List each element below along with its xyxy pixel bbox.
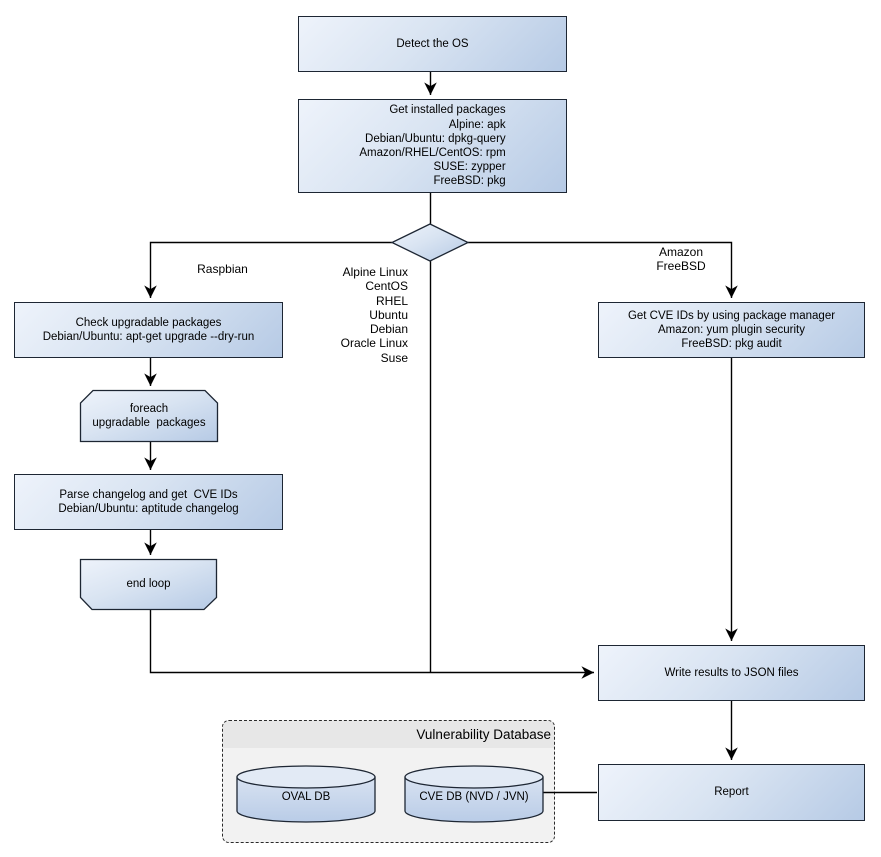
connector-endloop-to-write-results bbox=[149, 610, 594, 679]
connector-decision-to-check-upgradable bbox=[144, 241, 392, 298]
node-line: OVAL DB bbox=[281, 790, 331, 803]
write-results-label: Write results to JSON files bbox=[664, 666, 799, 679]
node-line: Amazon: yum plugin security bbox=[657, 323, 805, 336]
node-line: end loop bbox=[126, 578, 171, 591]
parse-changelog-node: Parse changelog and get CVE IDs Debian/U… bbox=[14, 474, 283, 530]
node-line: Get installed packages bbox=[389, 104, 506, 117]
branch-os: CentOS bbox=[365, 279, 408, 294]
write-results-node: Write results to JSON files bbox=[598, 645, 865, 701]
node-line: SUSE: zypper bbox=[433, 161, 506, 174]
branch-label-amazon-freebsd: Amazon FreeBSD bbox=[630, 245, 732, 274]
get-installed-packages-node: Get installed packages Alpine: apk Debia… bbox=[298, 99, 567, 193]
vulnerability-database-title: Vulnerability Database bbox=[416, 727, 551, 742]
os-decision-diamond bbox=[390, 223, 470, 262]
branch-os: Ubuntu bbox=[369, 307, 408, 322]
connector-decision-to-get-cve bbox=[468, 241, 738, 298]
node-line: upgradable packages bbox=[92, 417, 206, 429]
branch-os: Debian bbox=[369, 322, 408, 337]
detect-os-node: Detect the OS bbox=[298, 16, 567, 72]
node-line: Check upgradable packages bbox=[75, 316, 222, 329]
node-line: Debian/Ubuntu: aptitude changelog bbox=[58, 503, 239, 515]
branch-os: Alpine Linux bbox=[342, 265, 408, 279]
branch-os: RHEL bbox=[375, 293, 408, 308]
node-line: Debian/Ubuntu: apt-get upgrade --dry-run bbox=[42, 331, 255, 343]
node-line: Amazon/RHEL/CentOS: rpm bbox=[359, 147, 506, 159]
node-line: Get CVE IDs by using package manager bbox=[627, 309, 836, 322]
oval-db-label: OVAL DB bbox=[237, 786, 375, 808]
branch-label-raspbian: Raspbian bbox=[197, 262, 248, 276]
branch-os: Amazon bbox=[658, 245, 704, 259]
end-loop-label: end loop bbox=[80, 559, 217, 610]
check-upgradable-node: Check upgradable packages Debian/Ubuntu:… bbox=[14, 302, 283, 358]
node-line: FreeBSD: pkg audit bbox=[681, 338, 782, 351]
node-line: Parse changelog and get CVE IDs bbox=[59, 488, 238, 501]
cve-db-label: CVE DB (NVD / JVN) bbox=[405, 786, 543, 808]
node-line: foreach bbox=[129, 402, 169, 415]
node-line: Alpine: apk bbox=[448, 118, 506, 131]
branch-os: FreeBSD bbox=[656, 259, 706, 274]
report-label: Report bbox=[714, 786, 749, 799]
branch-os: Oracle Linux bbox=[340, 336, 408, 351]
detect-os-label: Detect the OS bbox=[396, 37, 469, 50]
node-line: Debian/Ubuntu: dpkg-query bbox=[365, 132, 506, 145]
branch-label-os-list: Alpine Linux CentOS RHEL Ubuntu Debian O… bbox=[298, 265, 408, 365]
foreach-loop-shape bbox=[79, 389, 219, 443]
node-line: CVE DB (NVD / JVN) bbox=[419, 790, 529, 803]
vulnerability-database-header: Vulnerability Database bbox=[223, 721, 554, 748]
node-line: FreeBSD: pkg bbox=[433, 175, 506, 188]
report-node: Report bbox=[598, 764, 865, 821]
oval-db-cylinder bbox=[236, 765, 376, 823]
get-cve-ids-node: Get CVE IDs by using package manager Ama… bbox=[598, 302, 865, 358]
cve-db-cylinder bbox=[404, 765, 544, 823]
foreach-loop-label: foreach upgradable packages bbox=[80, 390, 218, 442]
branch-os: Suse bbox=[380, 350, 408, 365]
end-loop-shape bbox=[79, 558, 218, 611]
